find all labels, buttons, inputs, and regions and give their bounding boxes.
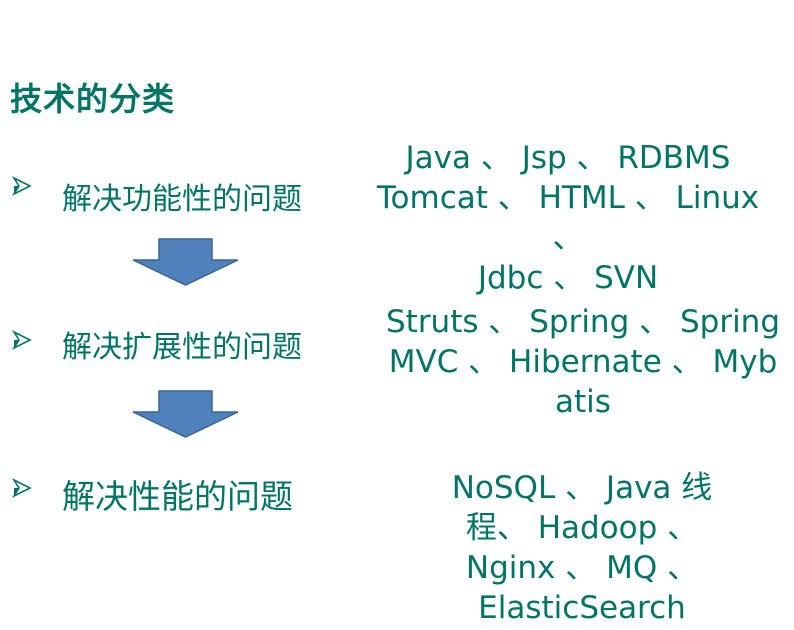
page-title: 技术的分类: [10, 80, 176, 118]
down-arrow-icon: [132, 238, 239, 286]
arrow-bullet-icon: [12, 176, 32, 196]
arrow-bullet-icon: [12, 478, 32, 498]
tech-list-extensibility: Struts 、 Spring 、 Spring MVC 、 Hibernate…: [385, 304, 781, 420]
problem-performance: 解决性能的问题: [62, 477, 293, 516]
down-arrow-icon: [132, 390, 239, 438]
tech-list-performance: NoSQL 、 Java 线 程、 Hadoop 、 Nginx 、 MQ 、 …: [451, 470, 713, 626]
problem-extensibility: 解决扩展性的问题: [62, 330, 302, 365]
problem-functional: 解决功能性的问题: [62, 182, 302, 217]
arrow-bullet-icon: [12, 330, 32, 350]
tech-list-functional: Java 、 Jsp 、 RDBMS Tomcat 、 HTML 、 Linux…: [376, 140, 760, 296]
